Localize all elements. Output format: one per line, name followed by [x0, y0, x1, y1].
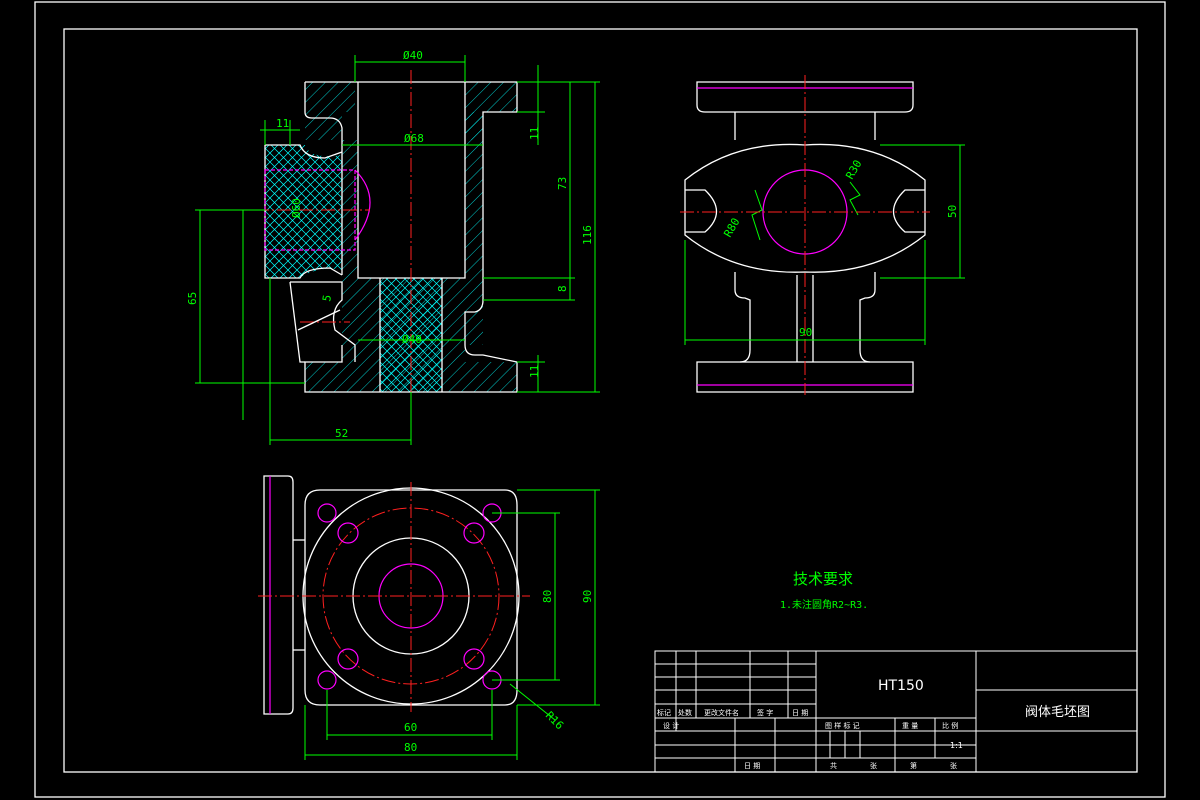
- hatch-top-flange-left: [305, 82, 355, 140]
- sheet-outer-border: [34, 1, 1166, 798]
- dim-top-inner-width: 80: [541, 590, 554, 603]
- tb-header-date: 日 期: [792, 709, 808, 717]
- tb-design: 设 计: [663, 721, 679, 730]
- dim-front-offset: 52: [335, 427, 348, 440]
- side-right-slot: [892, 189, 925, 233]
- tb-date-label: 日 期: [744, 762, 760, 770]
- top-left-neck: [293, 539, 305, 651]
- dim-front-inner-bore: Ø68: [404, 132, 424, 145]
- bolt-hole-tr: [463, 522, 485, 544]
- dim-front-top-bore: Ø40: [403, 49, 423, 62]
- front-section-view: [195, 55, 600, 445]
- side-top-flange: [696, 81, 914, 113]
- sheet-inner-border: [63, 28, 1138, 773]
- side-left-slot: [685, 189, 718, 233]
- dim-front-bottom-bore: Ø40: [402, 333, 422, 346]
- top-view: [258, 475, 600, 760]
- bolt-hole-tl: [337, 522, 359, 544]
- top-dimensions: [304, 489, 600, 760]
- hatch-left-wall: [342, 140, 358, 278]
- front-side-bore-arc: [354, 169, 371, 241]
- dim-front-upper-height: 73: [556, 177, 569, 190]
- dim-front-side-bore: Ø60: [290, 198, 303, 218]
- bolt-hole-br: [463, 648, 485, 670]
- tb-stage-scale: 比 例: [942, 721, 958, 730]
- dim-side-height: 50: [946, 205, 959, 218]
- dim-side-width: 90: [799, 326, 812, 339]
- tb-header-mark: 标记: [657, 708, 671, 717]
- hatch-left-boss: [265, 145, 342, 278]
- tb-sheet-num-unit: 张: [950, 761, 957, 770]
- side-break-left: [751, 189, 763, 241]
- dim-top-outer-width: 90: [581, 590, 594, 603]
- tech-requirements-title: 技术要求: [793, 570, 853, 588]
- tb-scale-value: 1:1: [950, 741, 963, 750]
- title-block: HT150 阀体毛坯图 标记 处数 更改文件名 签 字 日 期 设 计 图 样 …: [654, 650, 1138, 773]
- bolt-hole-bl: [337, 648, 359, 670]
- dim-top-fillet: R16: [543, 709, 566, 732]
- tb-material: HT150: [878, 678, 924, 694]
- top-left-flange: [263, 475, 294, 715]
- side-bottom-flange: [696, 361, 914, 393]
- side-dimensions: [684, 144, 965, 345]
- dim-side-r-left: R80: [721, 216, 742, 240]
- tb-sheet-num: 第: [910, 761, 917, 770]
- dim-front-gap: 8: [556, 285, 569, 292]
- tb-header-sign: 签 字: [757, 708, 773, 717]
- tech-requirements-note: 1.未注圆角R2~R3.: [780, 598, 868, 611]
- side-break-right: [849, 181, 861, 216]
- dim-front-side-offset: 65: [186, 292, 199, 305]
- dim-front-left-flange: 11: [276, 117, 289, 130]
- side-neck-top: [734, 112, 876, 140]
- tb-stage-weight: 重 量: [902, 722, 918, 730]
- side-body-ellipse: [684, 143, 926, 273]
- front-angle-line-2: [297, 309, 341, 331]
- tb-stage-mark: 图 样 标 记: [825, 721, 860, 730]
- hatch-right-wall: [465, 112, 483, 278]
- corner-hole-tl: [317, 503, 337, 523]
- tb-header-count: 处数: [678, 708, 692, 717]
- tb-header-file: 更改文件名: [704, 708, 739, 717]
- tb-sheet-total-unit: 张: [870, 761, 877, 770]
- tb-sheet-total: 共: [830, 761, 837, 770]
- dim-front-total-height: 116: [581, 225, 594, 245]
- front-outline-left-boss: [264, 144, 343, 279]
- tb-drawing-name: 阀体毛坯图: [1025, 705, 1090, 720]
- dim-front-angle: 5: [320, 294, 334, 303]
- corner-hole-bl: [317, 670, 337, 690]
- dim-top-overall: 80: [404, 741, 417, 754]
- dim-front-bottom-flange: 11: [528, 365, 541, 378]
- dim-front-top-flange: 11: [528, 127, 541, 140]
- side-view: [680, 75, 965, 395]
- front-dimensions: [195, 55, 600, 445]
- dim-side-r-right: R30: [843, 158, 864, 182]
- dim-top-hole-span: 60: [404, 721, 417, 734]
- side-lower-neck: [734, 272, 876, 363]
